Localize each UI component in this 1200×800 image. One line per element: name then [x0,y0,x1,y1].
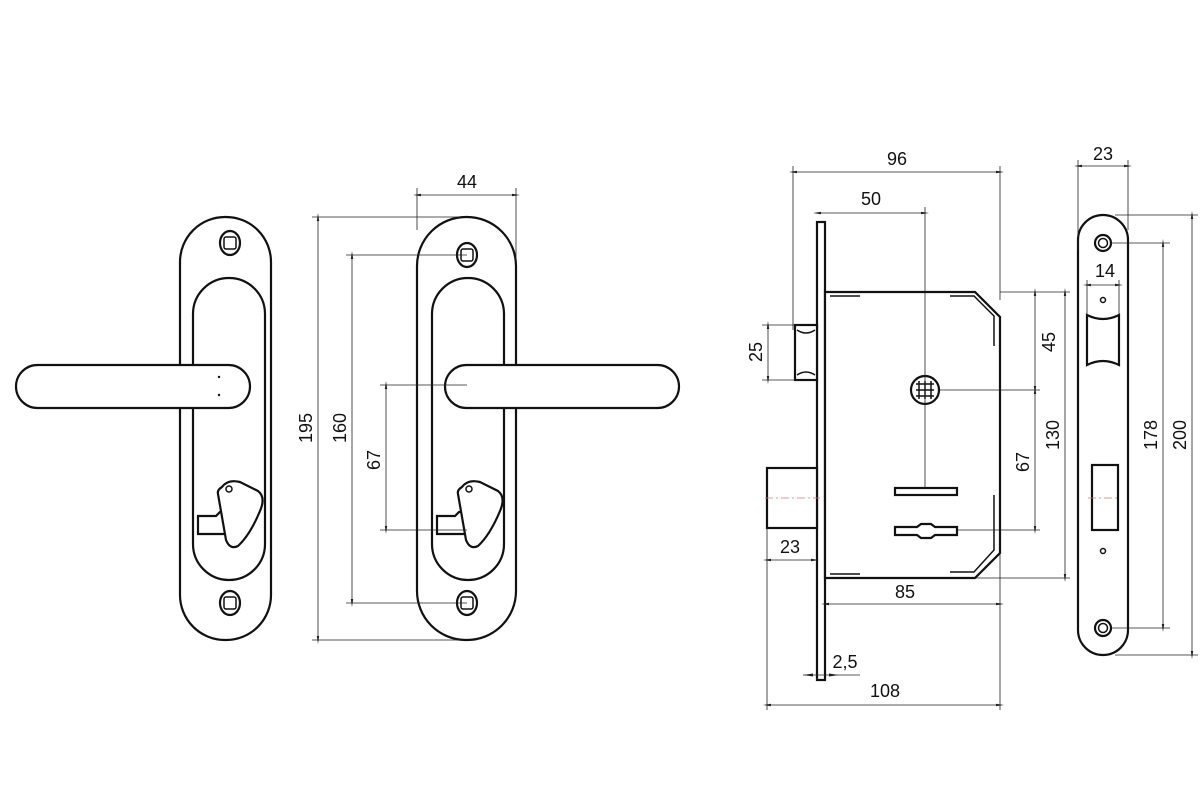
screw-hole-icon [218,229,242,257]
latch-bolt [793,323,819,382]
dim-latch-opening-width: 14 [1095,261,1115,281]
mortise-lock-body [765,220,1002,682]
latch-opening [1085,313,1121,367]
faceplate-dimensions: 23 14 178 200 [1074,144,1198,659]
dim-faceplate-width: 23 [1093,144,1113,164]
dim-handle-to-key: 67 [364,450,384,470]
bolt-opening [1090,463,1120,532]
escutcheon-plate [178,215,273,642]
plate-inner-recess [430,276,506,582]
handle-set-right [415,215,681,642]
lock-dimensions: 96 50 25 45 67 130 23 85 2,5 108 [746,149,1070,710]
thumb-turn-icon [216,480,264,549]
dim-handle-screw-spacing: 160 [330,413,350,443]
dim-lock-body-height: 130 [1043,420,1063,450]
screw-hole-icon [218,589,242,617]
handle-dimensions: 195 160 67 44 [296,172,520,644]
dim-overall-depth: 108 [870,681,900,701]
lever-handle [14,363,252,410]
lock-faceplate-front [1076,213,1130,657]
lever-handle [443,363,681,410]
dim-follower-from-top: 45 [1039,332,1059,352]
handle-set-left [14,215,273,642]
dim-lock-total-depth: 96 [887,149,907,169]
thumb-turn-icon [456,480,504,549]
thumb-turn-slot [893,486,959,497]
dim-lock-body-depth: 85 [895,582,915,602]
keyhole-slot [893,522,959,540]
escutcheon-plate [415,215,518,642]
faceplate [1076,213,1130,657]
dim-handle-plate-height: 195 [296,413,316,443]
dim-bolt-projection: 23 [780,537,800,557]
dim-faceplate-height: 200 [1170,420,1190,450]
dim-backset: 50 [861,189,881,209]
dim-faceplate-thickness: 2,5 [832,652,857,672]
dim-latch-height: 25 [746,342,766,362]
dim-handle-plate-width: 44 [457,172,477,192]
dim-faceplate-screw-spacing: 178 [1141,420,1161,450]
dim-follower-to-key: 67 [1013,452,1033,472]
plate-inner-recess [191,276,267,582]
lock-faceplate-side [815,220,827,682]
